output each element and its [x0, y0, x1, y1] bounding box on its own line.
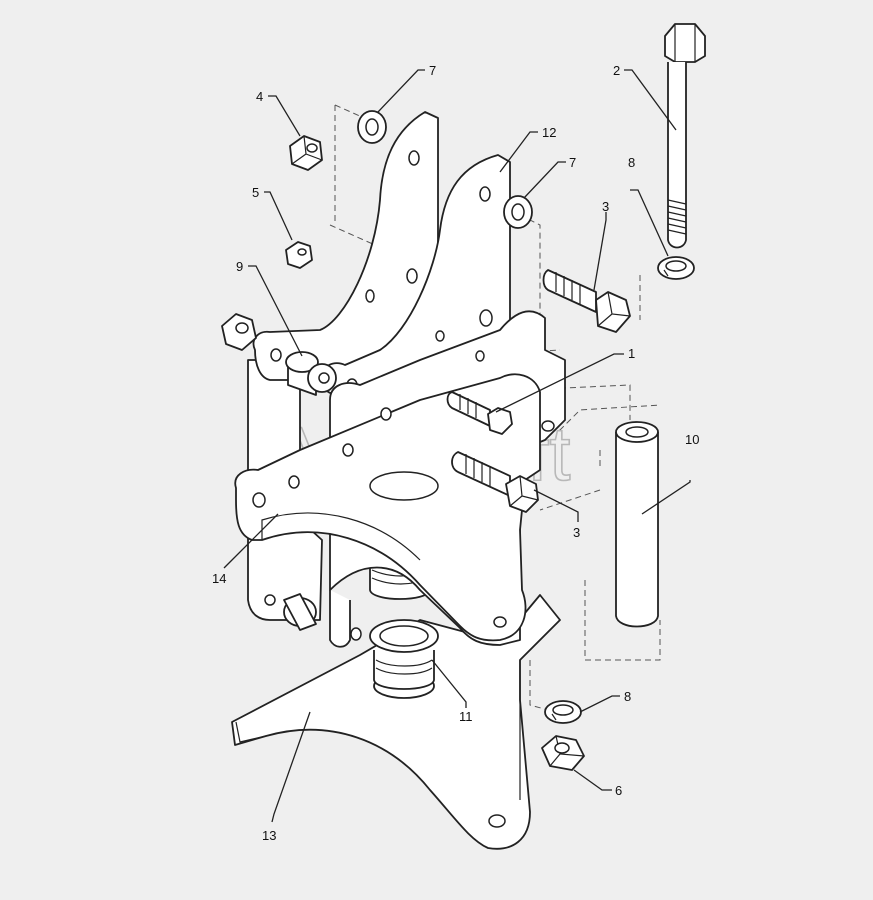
callout-10: 10: [685, 432, 699, 447]
callout-1: 1: [628, 346, 635, 361]
part-8-lock-washer-lower: [544, 700, 582, 724]
part-7-washer-upper: [357, 110, 387, 144]
part-3-bolt-upper: [542, 269, 631, 333]
part-14-upper-plate: [234, 373, 541, 642]
callout-12: 12: [542, 125, 556, 140]
callout-9: 9: [236, 259, 243, 274]
callout-7-upper: 7: [429, 63, 436, 78]
part-3-bolt-lower: [451, 451, 539, 513]
callout-6: 6: [615, 783, 622, 798]
callout-14: 14: [212, 571, 226, 586]
part-13-base-plate: [231, 594, 561, 850]
leader-lines: [223, 69, 691, 823]
part-6-nut: [541, 735, 585, 771]
part-10-tube: [615, 421, 659, 628]
callout-3-upper: 3: [602, 199, 609, 214]
part-9-spacer: [285, 351, 337, 396]
part-8-lock-washer-upper: [657, 256, 695, 280]
part-11-bushing-lower: [369, 619, 439, 699]
callout-labels: 4 5 7 12 7 2 8 3 9 1 10 3 14 8 11 6 13: [212, 63, 699, 843]
part-5-nut: [285, 241, 313, 269]
callout-3-lower: 3: [573, 525, 580, 540]
callout-11: 11: [459, 709, 473, 724]
callout-8-lower: 8: [624, 689, 631, 704]
part-4-nut: [289, 135, 323, 171]
callout-13: 13: [262, 828, 276, 843]
part-2-long-bolt: [664, 23, 706, 249]
part-3-bolt-middle: [446, 391, 513, 435]
part-7-washer-right: [503, 195, 533, 229]
callout-2: 2: [613, 63, 620, 78]
loose-nut-left: [221, 313, 257, 351]
callout-7-right: 7: [569, 155, 576, 170]
callout-8-upper: 8: [628, 155, 635, 170]
callout-5: 5: [252, 185, 259, 200]
callout-4: 4: [256, 89, 263, 104]
part-12-rear-plate: [252, 111, 439, 381]
